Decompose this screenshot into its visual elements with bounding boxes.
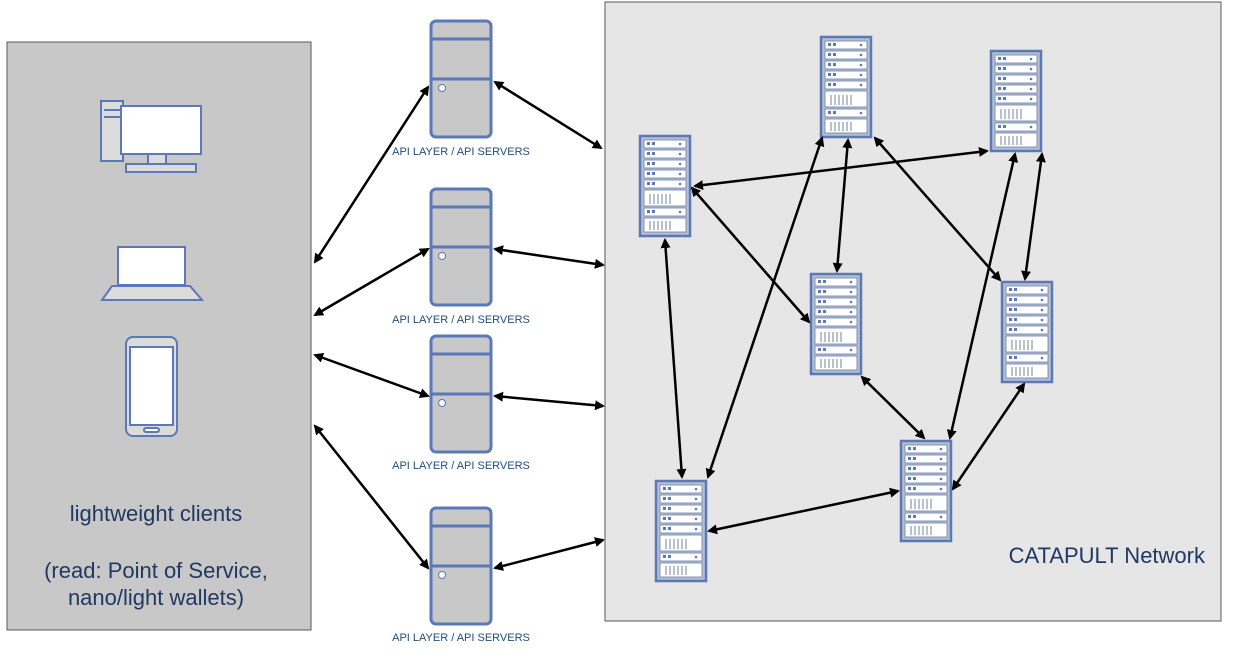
network-node-a bbox=[638, 134, 692, 238]
link-node-b-g bbox=[705, 136, 825, 479]
tower-server-icon bbox=[429, 187, 493, 307]
link-node-e-f bbox=[951, 382, 1026, 491]
clients-title: lightweight clients bbox=[70, 501, 242, 526]
link-node-c-e bbox=[1021, 152, 1046, 281]
connections bbox=[313, 80, 1046, 571]
api-server-3: API LAYER / API SERVERS bbox=[392, 334, 530, 472]
link-api-network-4 bbox=[493, 537, 605, 571]
network-node-c bbox=[989, 49, 1043, 153]
link-node-a-g bbox=[660, 238, 687, 479]
network-node-d bbox=[809, 272, 863, 376]
link-node-g-f bbox=[707, 487, 900, 535]
api-server-label: API LAYER / API SERVERS bbox=[392, 146, 530, 158]
desktop-icon bbox=[100, 100, 202, 173]
tower-server-icon bbox=[429, 506, 493, 626]
api-server-2: API LAYER / API SERVERS bbox=[392, 187, 530, 326]
link-clients-api-2 bbox=[313, 247, 430, 317]
link-api-network-3 bbox=[493, 391, 605, 411]
clients-note-line-2: nano/light wallets) bbox=[68, 585, 244, 610]
api-server-4: API LAYER / API SERVERS bbox=[392, 506, 530, 644]
network-node-g bbox=[654, 479, 708, 583]
link-node-b-d bbox=[832, 138, 853, 273]
link-node-d-f bbox=[860, 375, 926, 440]
link-clients-api-3 bbox=[313, 353, 430, 398]
link-clients-api-1 bbox=[313, 85, 430, 264]
network-node-b bbox=[819, 35, 873, 139]
link-api-network-2 bbox=[493, 245, 605, 269]
network-node-e bbox=[1000, 280, 1054, 384]
tower-server-icon bbox=[429, 334, 493, 454]
link-clients-api-4 bbox=[313, 424, 430, 570]
network-label: CATAPULT Network bbox=[1009, 543, 1206, 568]
link-api-network-1 bbox=[493, 80, 603, 150]
api-server-label: API LAYER / API SERVERS bbox=[392, 314, 530, 326]
api-server-label: API LAYER / API SERVERS bbox=[392, 460, 530, 472]
smartphone-icon bbox=[125, 336, 178, 437]
api-server-label: API LAYER / API SERVERS bbox=[392, 632, 530, 644]
laptop-icon bbox=[100, 246, 205, 301]
tower-server-icon bbox=[429, 19, 493, 139]
clients-note-line-1: (read: Point of Service, bbox=[44, 558, 268, 583]
network-node-f bbox=[899, 439, 953, 543]
